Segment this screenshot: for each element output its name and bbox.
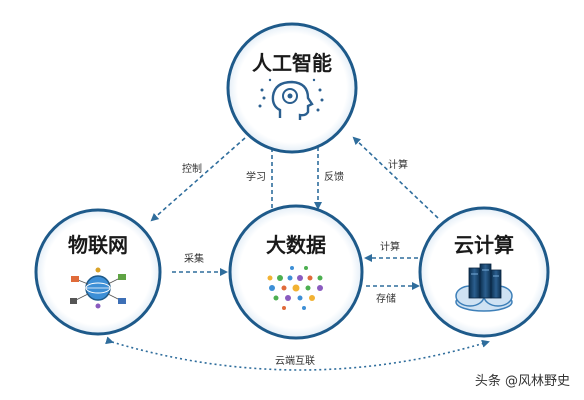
node-cloud-title: 云计算 [454, 233, 514, 257]
node-ai-title: 人工智能 [252, 51, 332, 75]
node-bigdata: 大数据 [228, 204, 364, 340]
edge-label-compute-top: 计算 [388, 158, 408, 171]
node-bigdata-title: 大数据 [266, 233, 326, 257]
edge-label-feedback: 反馈 [324, 170, 344, 183]
edge-label-collect: 采集 [184, 252, 204, 265]
edge-labels: 控制 学习 反馈 计算 采集 计算 存储 云端互联 [182, 158, 408, 367]
edge-label-learn: 学习 [246, 170, 266, 183]
data-dots-icon [267, 266, 323, 310]
watermark: 头条 @风林野史 [446, 368, 576, 392]
edge-label-compute-mid: 计算 [380, 240, 400, 253]
edges [105, 136, 490, 371]
globe-network-icon [70, 267, 126, 309]
edge-cloud-link-arc [105, 336, 490, 371]
edge-compute-top-arrow [352, 136, 439, 219]
node-ai: 人工智能 [226, 22, 358, 154]
brain-head-icon [258, 78, 324, 120]
node-cloud: 云计算 [418, 206, 550, 338]
cloud-server-icon [455, 263, 513, 312]
edge-label-cloud-link: 云端互联 [275, 354, 315, 367]
node-iot-title: 物联网 [68, 233, 128, 257]
edge-control-arrow [150, 137, 246, 222]
edge-label-control: 控制 [182, 162, 202, 175]
node-iot: 物联网 [34, 208, 162, 336]
edge-label-store: 存储 [376, 292, 396, 305]
watermark-text: 头条 @风林野史 [475, 373, 570, 389]
